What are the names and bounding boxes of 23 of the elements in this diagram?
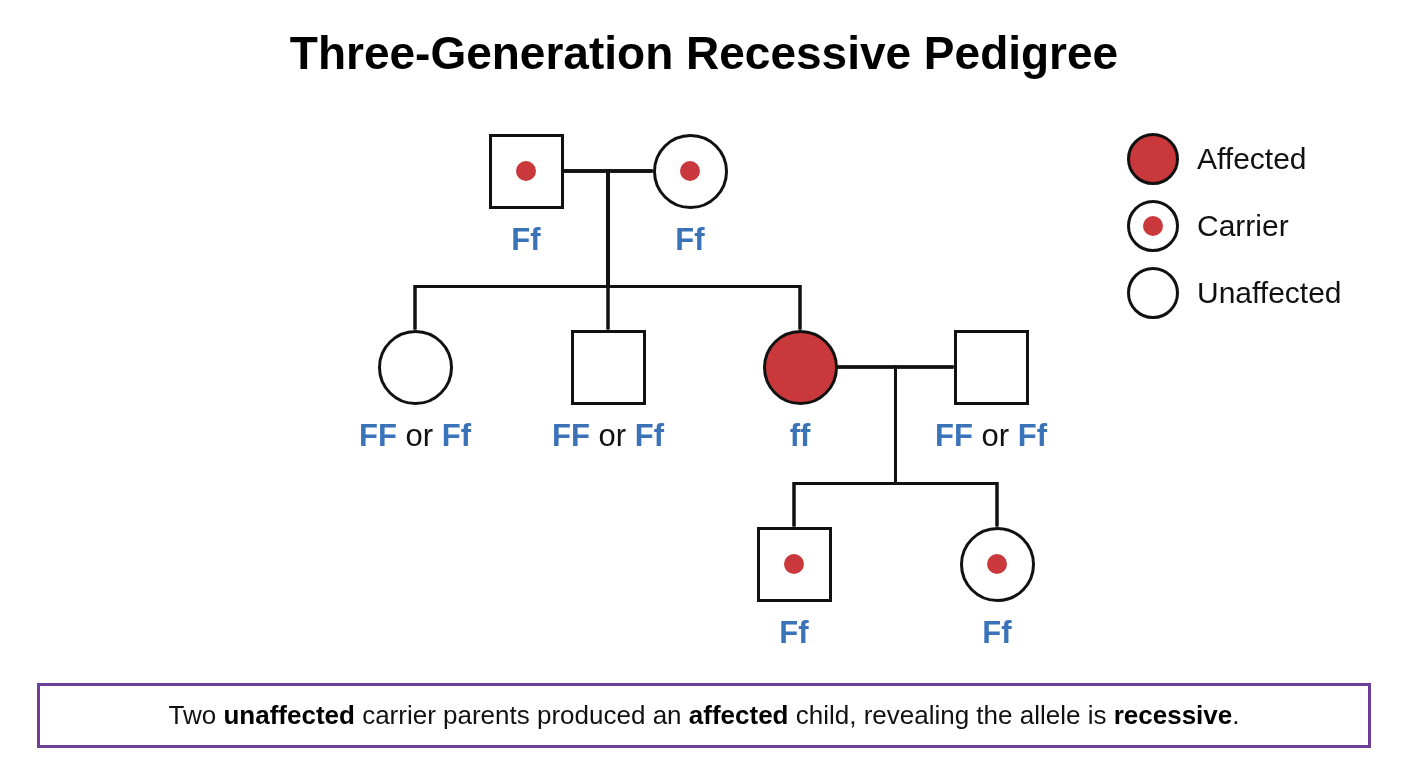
genotype-label: FF or Ff <box>935 418 1047 454</box>
descent-line <box>894 365 999 527</box>
legend-label: Affected <box>1197 141 1307 177</box>
circle-symbol <box>652 133 728 209</box>
genotype-label: FF or Ff <box>552 418 664 454</box>
square-symbol <box>570 329 646 405</box>
genotype-label: Ff <box>511 222 541 258</box>
descent-line <box>606 169 802 330</box>
genotype-label: Ff <box>982 615 1012 651</box>
circle-symbol <box>377 329 453 405</box>
title: Three-Generation Recessive Pedigree <box>289 26 1119 81</box>
square-symbol <box>756 526 832 602</box>
caption: Two unaffected carrier parents produced an affected child, revealing the allele is recessive. <box>37 683 1371 748</box>
square-symbol <box>488 133 564 209</box>
circle-symbol <box>959 526 1035 602</box>
genotype-label: FF or Ff <box>359 418 471 454</box>
genotype-label: ff <box>789 418 811 454</box>
filled-circle-symbol <box>762 329 838 405</box>
genotype-label: Ff <box>779 615 809 651</box>
square-symbol <box>953 329 1029 405</box>
legend-label: Carrier <box>1197 208 1289 244</box>
genotype-label: Ff <box>675 222 705 258</box>
legend-label: Unaffected <box>1197 275 1342 311</box>
